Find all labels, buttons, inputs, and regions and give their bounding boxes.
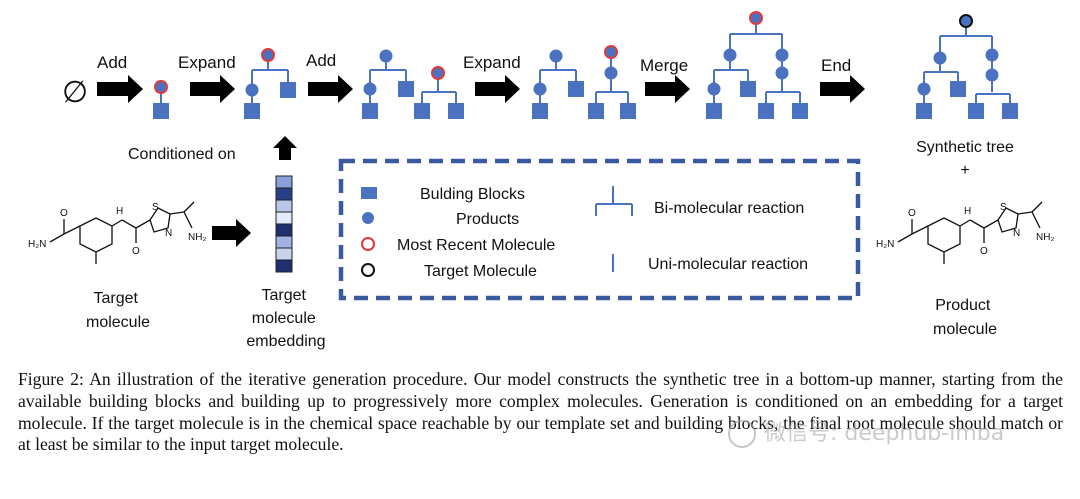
tree-stage-5 — [706, 11, 808, 119]
step-arrow — [645, 75, 690, 103]
most-recent-molecule — [154, 80, 168, 94]
legend-box: Bulding Blocks Products Most Recent Mole… — [338, 158, 861, 301]
up-arrow — [273, 136, 297, 160]
step-arrow — [308, 75, 353, 103]
tree-stage-final — [916, 14, 1018, 119]
svg-text:End: End — [821, 56, 851, 75]
tree-stage-1 — [153, 80, 169, 119]
step-expand-2: Expand — [463, 53, 521, 103]
svg-text:NH₂: NH₂ — [188, 232, 206, 243]
step-add-2: Add — [306, 51, 353, 103]
target-molecule-icon — [361, 263, 375, 277]
synthetic-tree-label: Synthetic tree — [916, 139, 1014, 156]
svg-text:Add: Add — [306, 51, 336, 70]
target-molecule-label: Target molecule — [86, 290, 150, 331]
svg-text:N: N — [1013, 228, 1020, 239]
step-add-1: Add — [97, 53, 143, 103]
tree-stage-2 — [244, 48, 296, 119]
most-recent-molecule-icon — [361, 237, 375, 251]
tree-stage-3 — [362, 49, 464, 119]
svg-text:Expand: Expand — [463, 53, 521, 72]
figure-caption: Figure 2: An illustration of the iterati… — [18, 369, 1063, 455]
step-arrow — [97, 75, 143, 103]
svg-text:S: S — [152, 202, 159, 213]
embedding-vector — [275, 175, 293, 273]
svg-text:Target Molecule: Target Molecule — [424, 263, 537, 280]
target-molecule-root — [959, 14, 973, 28]
svg-text:Bulding Blocks: Bulding Blocks — [420, 186, 525, 203]
most-recent-molecule — [431, 66, 445, 80]
most-recent-molecule — [749, 11, 763, 25]
step-merge: Merge — [640, 56, 690, 103]
svg-text:O: O — [132, 246, 140, 257]
svg-text:Bi-molecular reaction: Bi-molecular reaction — [654, 200, 804, 217]
tree-stage-4 — [532, 45, 636, 119]
svg-text:Products: Products — [456, 211, 519, 228]
step-expand-1: Expand — [178, 53, 236, 103]
most-recent-molecule — [604, 45, 618, 59]
product-molecule-label: Product molecule — [933, 297, 997, 338]
right-arrow-embed — [212, 219, 251, 247]
step-end: End — [820, 56, 865, 103]
product-molecule-structure: H₂N O H O S N NH₂ — [876, 201, 1054, 264]
svg-text:Expand: Expand — [178, 53, 236, 72]
building-block — [153, 103, 169, 119]
embedding-label: Target molecule embedding — [246, 287, 325, 350]
svg-text:Add: Add — [97, 53, 127, 72]
svg-text:Uni-molecular reaction: Uni-molecular reaction — [648, 256, 808, 273]
target-molecule-structure: H₂N O H O S N NH₂ — [28, 201, 206, 264]
svg-text:O: O — [980, 246, 988, 257]
iterative-generation-figure: ∅ Add Expand Add Expand Merge End — [28, 11, 1054, 350]
svg-text:Most Recent Molecule: Most Recent Molecule — [397, 237, 555, 254]
step-arrow — [190, 75, 235, 103]
svg-text:H: H — [964, 206, 971, 217]
svg-text:O: O — [908, 208, 916, 219]
step-arrow — [475, 75, 520, 103]
empty-set-symbol: ∅ — [62, 76, 88, 109]
svg-text:NH₂: NH₂ — [1036, 232, 1054, 243]
svg-text:H: H — [116, 206, 123, 217]
bi-reaction-icon — [595, 186, 633, 216]
svg-text:O: O — [60, 208, 68, 219]
svg-text:N: N — [165, 228, 172, 239]
svg-text:H₂N: H₂N — [28, 239, 46, 250]
conditioned-on-label: Conditioned on — [128, 146, 236, 163]
most-recent-molecule — [261, 48, 275, 62]
building-block-icon — [361, 187, 377, 199]
plus-sign: + — [960, 162, 969, 179]
svg-text:Merge: Merge — [640, 56, 688, 75]
step-arrow — [820, 75, 865, 103]
svg-text:H₂N: H₂N — [876, 239, 894, 250]
svg-text:S: S — [1000, 202, 1007, 213]
product-icon — [362, 212, 374, 224]
